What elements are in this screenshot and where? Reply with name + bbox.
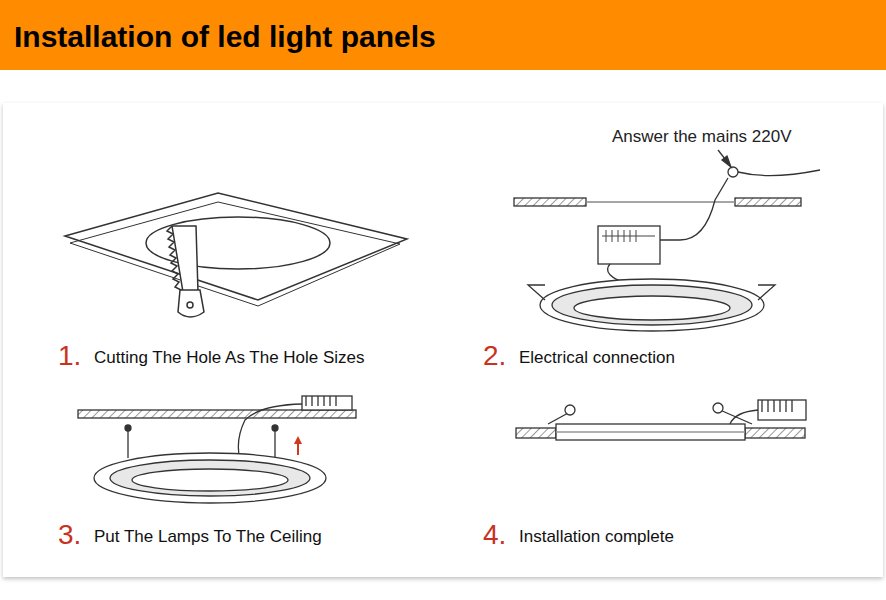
- step-number: 1.: [58, 340, 81, 372]
- callout-note: Answer the mains 220V: [612, 127, 792, 147]
- step-caption: Cutting The Hole As The Hole Sizes: [94, 348, 365, 368]
- step-number: 2.: [483, 340, 506, 372]
- step-caption: Put The Lamps To The Ceiling: [94, 527, 322, 547]
- page-title: Installation of led light panels: [14, 20, 436, 54]
- step-number: 3.: [58, 519, 81, 551]
- mount-figure: [78, 396, 356, 503]
- electrical-figure: [514, 150, 820, 331]
- complete-figure: [516, 400, 806, 440]
- step-caption: Electrical connection: [519, 348, 675, 368]
- step-caption: Installation complete: [519, 527, 674, 547]
- content-panel: [3, 103, 883, 577]
- cut-hole-figure: [65, 193, 407, 317]
- step-number: 4.: [483, 519, 506, 551]
